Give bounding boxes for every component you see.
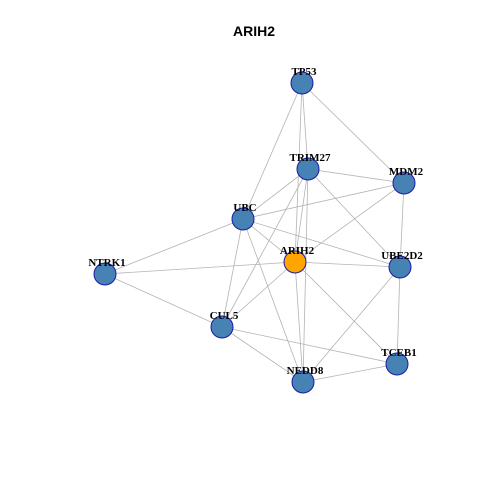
- graph-title: ARIH2: [233, 23, 275, 39]
- edge-ubc-nedd8: [242, 218, 304, 383]
- node-trim27: TRIM27: [290, 152, 331, 181]
- node-ube2d2: UBE2D2: [381, 250, 423, 279]
- edge-mdm2-arih2: [294, 182, 405, 263]
- edge-trim27-cul5: [221, 168, 309, 328]
- edge-tceb1-nedd8: [302, 363, 398, 383]
- edge-tp53-ubc: [242, 82, 303, 220]
- node-circle-cul5: [210, 315, 234, 339]
- edge-cul5-tceb1: [221, 326, 398, 365]
- edge-layer: [104, 82, 405, 383]
- node-cul5: CUL5: [210, 310, 239, 339]
- node-mdm2: MDM2: [389, 166, 424, 195]
- edge-ubc-ntrk1: [104, 218, 244, 275]
- node-label-ube2d2: UBE2D2: [381, 250, 423, 262]
- edge-arih2-nedd8: [294, 261, 304, 383]
- node-circle-ubc: [231, 207, 255, 231]
- edge-tp53-mdm2: [301, 82, 405, 184]
- edge-trim27-arih2: [294, 168, 309, 263]
- node-label-nedd8: NEDD8: [287, 365, 324, 377]
- node-circle-nedd8: [291, 370, 315, 394]
- edge-ubc-cul5: [221, 218, 244, 328]
- edge-mdm2-ubc: [242, 182, 405, 220]
- node-circle-mdm2: [392, 171, 416, 195]
- node-label-tp53: TP53: [291, 66, 317, 78]
- node-label-trim27: TRIM27: [290, 152, 331, 164]
- edge-trim27-ube2d2: [307, 168, 401, 268]
- node-tp53: TP53: [290, 66, 317, 95]
- node-ubc: UBC: [231, 202, 257, 231]
- edge-cul5-nedd8: [221, 326, 304, 383]
- node-circle-ube2d2: [388, 255, 412, 279]
- node-circle-arih2: [283, 250, 307, 274]
- node-arih2: ARIH2: [280, 245, 315, 274]
- edge-mdm2-ube2d2: [399, 182, 405, 268]
- node-nedd8: NEDD8: [287, 365, 324, 394]
- edge-ube2d2-tceb1: [396, 266, 401, 365]
- edge-arih2-cul5: [221, 261, 296, 328]
- node-circle-trim27: [296, 157, 320, 181]
- node-tceb1: TCEB1: [381, 347, 417, 376]
- edge-trim27-ubc: [242, 168, 309, 220]
- edge-ntrk1-cul5: [104, 273, 223, 328]
- edge-arih2-ntrk1: [104, 261, 296, 275]
- node-circle-tp53: [290, 71, 314, 95]
- node-label-tceb1: TCEB1: [381, 347, 416, 359]
- node-ntrk1: NTRK1: [88, 257, 126, 286]
- node-circle-tceb1: [385, 352, 409, 376]
- edge-arih2-ube2d2: [294, 261, 401, 268]
- node-label-cul5: CUL5: [210, 310, 239, 322]
- node-circle-ntrk1: [93, 262, 117, 286]
- edge-ubc-ube2d2: [242, 218, 401, 268]
- edge-arih2-tceb1: [294, 261, 398, 365]
- node-label-mdm2: MDM2: [389, 166, 424, 178]
- node-label-ubc: UBC: [233, 202, 256, 214]
- edge-trim27-mdm2: [307, 168, 405, 184]
- node-label-arih2: ARIH2: [280, 245, 315, 257]
- node-label-ntrk1: NTRK1: [88, 257, 125, 269]
- edge-tp53-trim27: [301, 82, 309, 170]
- edge-ube2d2-nedd8: [302, 266, 401, 383]
